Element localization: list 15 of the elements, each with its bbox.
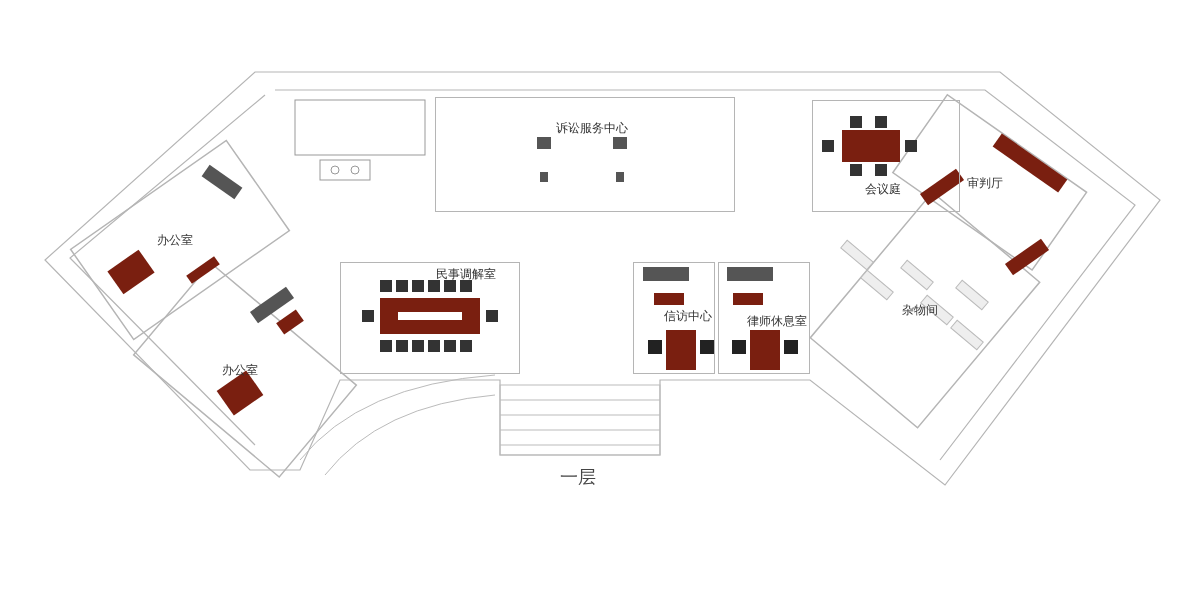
room-label: 律师休息室 (747, 313, 807, 330)
room (812, 100, 960, 212)
room-label: 会议庭 (865, 181, 901, 198)
room-label: 办公室 (155, 230, 195, 251)
room-label: 杂物间 (900, 300, 940, 321)
room-label: 信访中心 (664, 308, 712, 325)
room (340, 262, 520, 374)
room (718, 262, 810, 374)
room (633, 262, 715, 374)
room-label: 民事调解室 (436, 266, 496, 283)
room-label: 诉讼服务中心 (556, 120, 628, 137)
room-label: 办公室 (220, 360, 260, 381)
room (435, 97, 735, 212)
room-label: 审判厅 (965, 172, 1005, 194)
floor-caption: 一层 (560, 465, 596, 489)
